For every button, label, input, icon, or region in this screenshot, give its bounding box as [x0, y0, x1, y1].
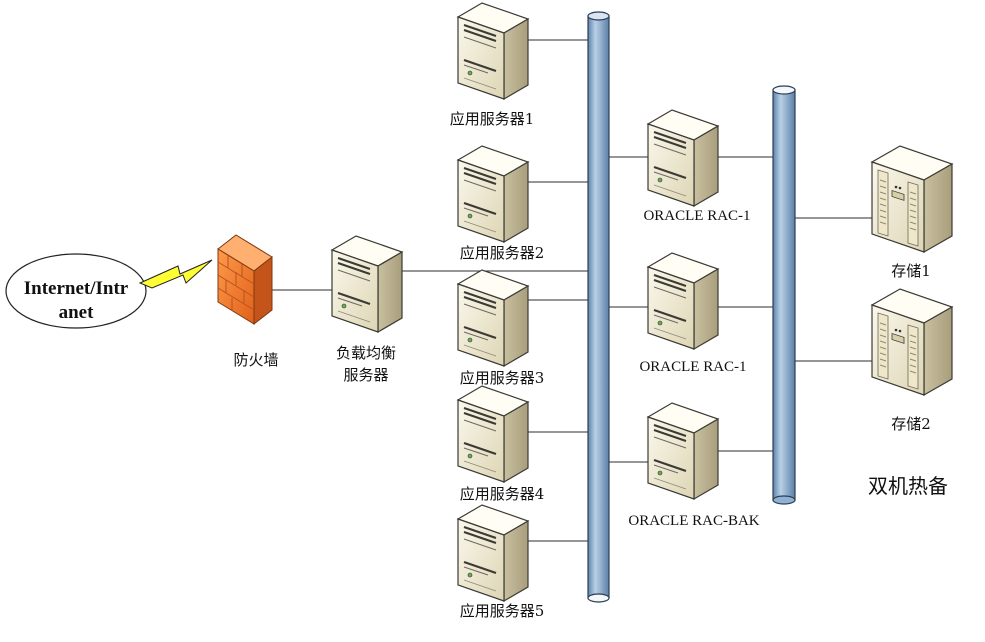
internet-cloud	[5, 253, 147, 329]
storage-bus	[772, 85, 796, 505]
internet-label: Internet/Intr anet	[6, 277, 146, 325]
app-server-icon	[456, 144, 530, 244]
internet-label-line2: anet	[58, 302, 94, 323]
app-server-icon	[456, 268, 530, 368]
connection-lines	[272, 39, 876, 542]
oracle-server-icon	[646, 401, 720, 501]
internet-label-line1: Internet/Intr	[23, 278, 129, 299]
load-balancer-server-icon	[330, 234, 404, 334]
app-server-label-3: 应用服务器3	[459, 369, 545, 387]
main-bus	[587, 11, 610, 603]
oracle-server-icon	[646, 108, 720, 208]
load-balancer-label-line2: 服务器	[343, 366, 389, 384]
app-server-label-4: 应用服务器4	[459, 485, 545, 503]
storage-icon	[871, 145, 953, 253]
lightning-icon	[138, 259, 213, 289]
app-server-icon	[456, 384, 530, 484]
firewall-icon	[217, 234, 273, 326]
app-server-label-1: 应用服务器1	[449, 110, 535, 128]
oracle-label-2: ORACLE RAC-1	[639, 359, 747, 375]
load-balancer-label-line1: 负载均衡	[335, 344, 396, 362]
firewall-label: 防火墙	[233, 351, 279, 369]
app-server-label-5: 应用服务器5	[459, 602, 545, 620]
storage-label-1: 存储1	[891, 262, 931, 280]
storage-label-2: 存储2	[891, 415, 931, 433]
app-server-icon	[456, 1, 530, 101]
storage-icon	[871, 288, 953, 396]
oracle-server-icon	[646, 251, 720, 351]
oracle-label-1: ORACLE RAC-1	[643, 208, 751, 224]
oracle-label-3: ORACLE RAC-BAK	[628, 513, 760, 529]
hot-standby-label: 双机热备	[868, 474, 948, 498]
app-server-icon	[456, 503, 530, 603]
app-server-label-2: 应用服务器2	[459, 244, 545, 262]
